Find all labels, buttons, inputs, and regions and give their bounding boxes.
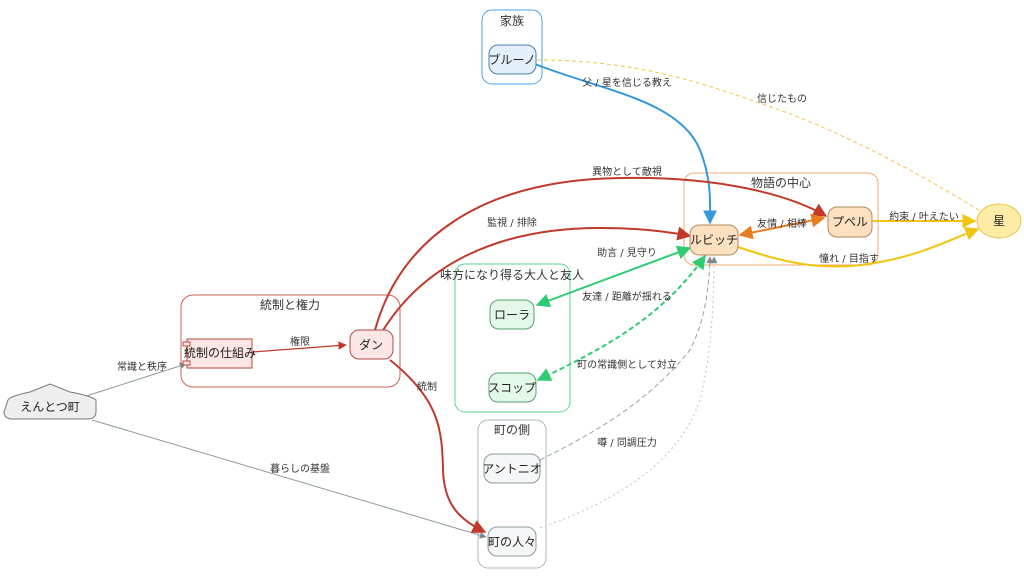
edge-label-scop-lubicchi: 友達 / 距離が揺れる: [582, 290, 672, 303]
node-townspeople[interactable]: 町の人々: [487, 526, 537, 557]
node-scop[interactable]: スコップ: [488, 372, 537, 403]
cluster-control-title: 統制と権力: [260, 297, 320, 312]
edge-poupelle-star: 約束 / 叶えたい: [873, 210, 977, 228]
node-system[interactable]: 統制の仕組み: [182, 338, 256, 369]
edge-bruno-lubicchi: 父 / 星を信じる教え: [534, 63, 718, 225]
node-poupelle[interactable]: プペル: [827, 206, 873, 238]
edge-townspeople-lubicchi: 噂 / 同調圧力: [539, 256, 718, 529]
node-lubicchi[interactable]: ルビッチ: [689, 224, 739, 256]
edge-system-dan: 権限: [251, 335, 347, 353]
node-star[interactable]: 星: [976, 203, 1022, 239]
edge-label-lubicchi-star: 憧れ / 目指す: [819, 252, 879, 265]
node-lubicchi-label: ルビッチ: [690, 233, 738, 247]
cluster-center-title: 物語の中心: [751, 175, 811, 190]
edge-label-poupelle-star: 約束 / 叶えたい: [889, 210, 959, 223]
node-antonio[interactable]: アントニオ: [482, 453, 542, 484]
edge-label-bruno-lubicchi: 父 / 星を信じる教え: [582, 76, 672, 89]
node-system-label: 統制の仕組み: [184, 346, 256, 360]
node-antonio-label: アントニオ: [482, 462, 542, 476]
component-port-icon: [182, 341, 191, 347]
edge-label-antonio-lubicchi: 町の常識側として対立: [577, 358, 677, 371]
node-star-label: 星: [993, 214, 1005, 228]
node-dan[interactable]: ダン: [349, 329, 394, 360]
edge-label-town-townspeople: 暮らしの基盤: [270, 462, 330, 475]
cluster-family-title: 家族: [500, 13, 524, 28]
cluster-town-title: 町の側: [494, 423, 530, 437]
edge-label-townspeople-lubicchi: 噂 / 同調圧力: [597, 436, 657, 449]
edge-label-dan-poupelle: 異物として敵視: [592, 165, 662, 178]
edge-scop-lubicchi: 友達 / 距離が揺れる: [536, 254, 706, 381]
node-townspeople-label: 町の人々: [488, 535, 536, 549]
edge-lubicchi-star: 憧れ / 目指す: [737, 227, 980, 268]
edge-dan-townspeople: 統制: [389, 359, 487, 533]
edge-dan-lubicchi: 監視 / 排除: [381, 216, 692, 333]
node-chimney-town-label: えんとつ町: [20, 400, 80, 414]
edge-label-lola-lubicchi: 助言 / 見守り: [597, 246, 657, 259]
edge-town-townspeople: 暮らしの基盤: [91, 419, 487, 539]
node-dan-label: ダン: [359, 337, 383, 352]
edge-label-bruno-star: 信じたもの: [757, 93, 807, 105]
edge-dan-poupelle: 異物として敵視: [374, 165, 828, 331]
node-bruno-label: ブルーノ: [488, 52, 535, 67]
edge-label-dan-townspeople: 統制: [417, 380, 437, 393]
node-bruno[interactable]: ブルーノ: [488, 44, 537, 75]
node-chimney-town[interactable]: えんとつ町: [3, 383, 97, 420]
edge-town-system: 常識と秩序: [79, 360, 187, 399]
edge-lubicchi-poupelle: 友情 / 相棒: [738, 213, 826, 240]
edge-label-town-system: 常識と秩序: [117, 360, 167, 373]
component-port-icon: [182, 360, 191, 366]
edge-bruno-star: 信じたもの: [536, 59, 988, 216]
node-scop-label: スコップ: [488, 381, 536, 395]
edge-label-system-dan: 権限: [290, 335, 310, 348]
edge-label-dan-lubicchi: 監視 / 排除: [487, 216, 537, 229]
edge-antonio-lubicchi: 町の常識側として対立: [539, 256, 714, 461]
node-lola[interactable]: ローラ: [489, 299, 535, 330]
cluster-allies-title: 味方になり得る大人と友人: [440, 267, 584, 282]
edge-label-lubicchi-poupelle: 友情 / 相棒: [757, 217, 807, 230]
node-poupelle-label: プペル: [832, 215, 868, 229]
node-lola-label: ローラ: [494, 308, 530, 322]
